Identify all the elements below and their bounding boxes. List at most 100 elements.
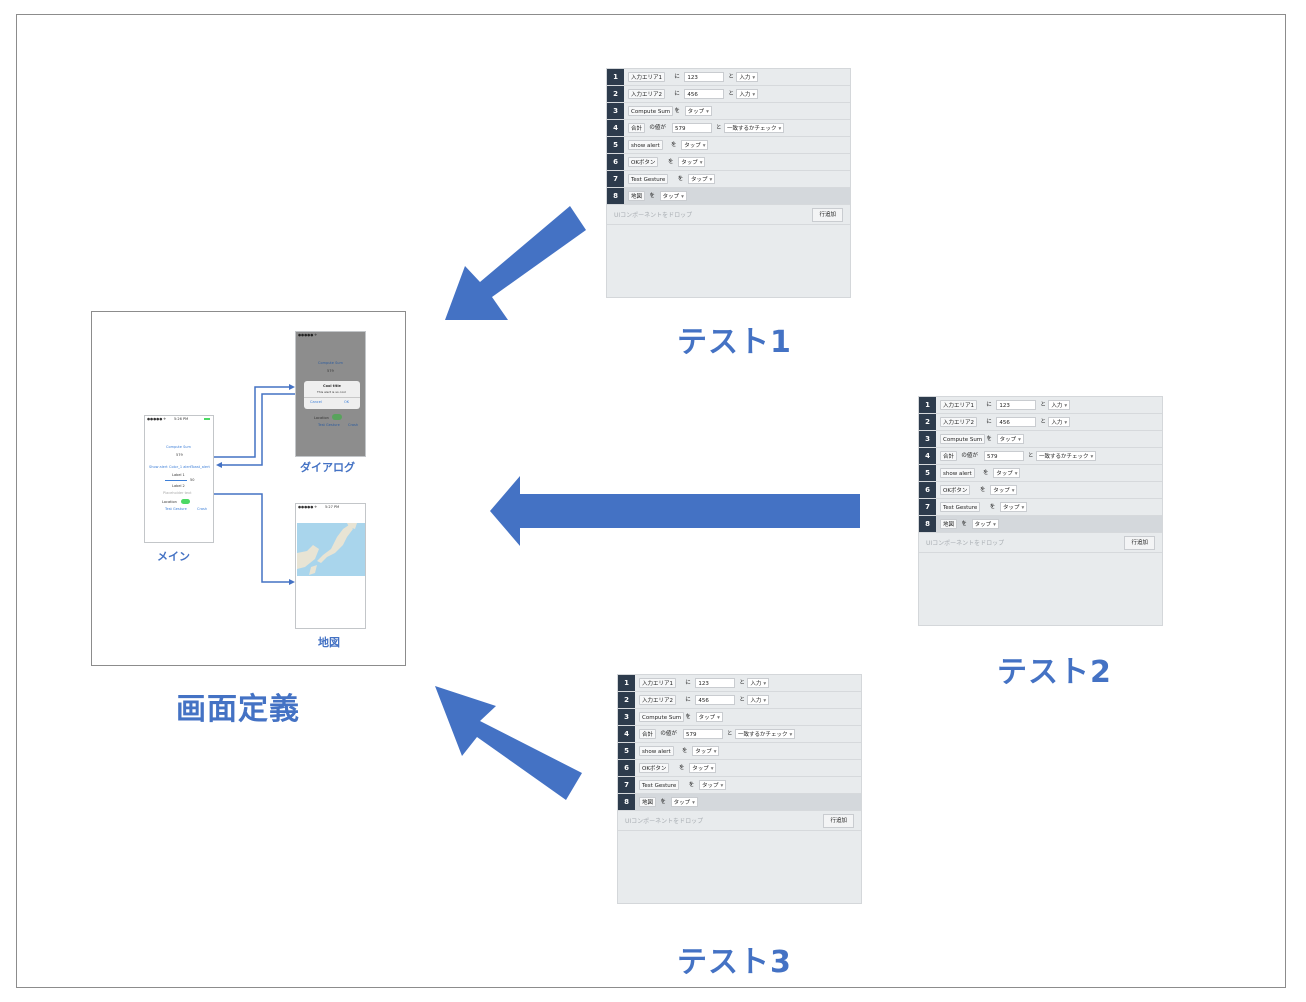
- dialog-screen-thumbnail: ●●●●● ✈ Compute Sum 579 Cool title This …: [295, 331, 366, 457]
- add-row-button[interactable]: 行追加: [823, 814, 854, 828]
- component-chip[interactable]: 合計: [628, 123, 646, 133]
- alert-divider: [304, 397, 360, 398]
- particle-text: に: [986, 417, 992, 427]
- action-select[interactable]: 一致するかチェック▾: [724, 123, 785, 133]
- component-chip[interactable]: Compute Sum: [940, 434, 986, 444]
- action-select[interactable]: タップ▾: [681, 140, 709, 150]
- action-select[interactable]: タップ▾: [699, 780, 727, 790]
- component-chip[interactable]: Compute Sum: [628, 106, 674, 116]
- component-chip[interactable]: OKボタン: [628, 157, 659, 167]
- drop-hint[interactable]: UIコンポーネントをドロップ: [614, 212, 693, 219]
- action-select[interactable]: タップ▾: [990, 485, 1018, 495]
- component-chip[interactable]: 入力エリア1: [940, 400, 977, 410]
- component-chip[interactable]: Test Gesture: [940, 502, 981, 512]
- action-select[interactable]: 入力▾: [736, 72, 759, 82]
- value-input[interactable]: 579: [984, 451, 1024, 461]
- component-chip[interactable]: 合計: [940, 451, 958, 461]
- component-chip[interactable]: 地図: [940, 519, 958, 529]
- action-select[interactable]: タップ▾: [695, 712, 723, 722]
- particle-text: を: [678, 174, 684, 184]
- component-chip-text: show alert: [943, 471, 972, 477]
- row-number: 7: [919, 499, 936, 515]
- component-chip-text: OKボタン: [631, 160, 656, 166]
- component-chip[interactable]: Test Gesture: [639, 780, 680, 790]
- component-chip[interactable]: show alert: [940, 468, 975, 478]
- value-input[interactable]: 456: [684, 89, 725, 99]
- action-select-text: 入力: [750, 681, 762, 687]
- component-chip-text: 合計: [943, 454, 955, 460]
- action-select[interactable]: タップ▾: [659, 191, 687, 201]
- chevron-down-icon: ▾: [1018, 437, 1021, 443]
- action-select[interactable]: タップ▾: [678, 157, 706, 167]
- action-select[interactable]: タップ▾: [993, 468, 1021, 478]
- component-chip[interactable]: 入力エリア2: [628, 89, 665, 99]
- row-number: 4: [618, 726, 635, 742]
- row-number: 8: [607, 188, 624, 204]
- value-input-text: 579: [686, 732, 697, 738]
- particle-text-text: を: [986, 436, 992, 442]
- particle-text-text: を: [674, 108, 680, 114]
- particle-text: の値が: [961, 451, 978, 461]
- action-select[interactable]: タップ▾: [692, 746, 720, 756]
- action-select-text: タップ: [974, 522, 992, 528]
- row-number: 5: [607, 137, 624, 153]
- particle-text-text: の値が: [961, 453, 978, 459]
- particle-text: に: [674, 89, 680, 99]
- alert-dialog: Cool title This alert is so cool Cancel …: [304, 381, 360, 409]
- component-chip[interactable]: OKボタン: [639, 763, 670, 773]
- value-input[interactable]: 123: [695, 678, 736, 688]
- component-chip[interactable]: 地図: [628, 191, 646, 201]
- particle2-text-text: と: [727, 731, 733, 737]
- action-select[interactable]: 入力▾: [747, 678, 770, 688]
- action-select[interactable]: タップ▾: [689, 763, 717, 773]
- particle-text: を: [986, 434, 992, 444]
- component-chip-text: 入力エリア2: [642, 698, 673, 704]
- test3-title: テスト3: [677, 945, 792, 980]
- particle-text: を: [980, 485, 986, 495]
- drop-hint[interactable]: UIコンポーネントをドロップ: [625, 818, 704, 825]
- action-select-text: 入力: [750, 698, 762, 704]
- value-input[interactable]: 579: [683, 729, 723, 739]
- map-screen-label: 地図: [318, 636, 340, 649]
- action-select[interactable]: タップ▾: [684, 106, 712, 116]
- action-select[interactable]: タップ▾: [971, 519, 999, 529]
- action-select[interactable]: タップ▾: [1000, 502, 1028, 512]
- add-row-button[interactable]: 行追加: [812, 208, 843, 222]
- screen-definition-box: ●●●●● ✈ 5:26 PM Compute Sum 579 Show ale…: [91, 311, 406, 666]
- action-select[interactable]: 入力▾: [1048, 417, 1071, 427]
- component-chip[interactable]: show alert: [639, 746, 674, 756]
- component-chip[interactable]: Compute Sum: [639, 712, 685, 722]
- component-chip[interactable]: 入力エリア2: [639, 695, 676, 705]
- value-input[interactable]: 123: [996, 400, 1037, 410]
- main-compute-sum-button: Compute Sum: [166, 445, 191, 449]
- value-input[interactable]: 456: [996, 417, 1037, 427]
- component-chip[interactable]: 地図: [639, 797, 657, 807]
- component-chip[interactable]: 合計: [639, 729, 657, 739]
- action-select[interactable]: 一致するかチェック▾: [1036, 451, 1097, 461]
- action-select[interactable]: 入力▾: [736, 89, 759, 99]
- value-input[interactable]: 456: [695, 695, 736, 705]
- component-chip[interactable]: show alert: [628, 140, 663, 150]
- chevron-down-icon: ▾: [1021, 505, 1025, 511]
- add-row-button[interactable]: 行追加: [1124, 536, 1155, 550]
- action-select[interactable]: 一致するかチェック▾: [735, 729, 796, 739]
- action-select[interactable]: 入力▾: [1048, 400, 1071, 410]
- component-chip-text: 合計: [642, 732, 654, 738]
- component-chip[interactable]: 入力エリア2: [940, 417, 977, 427]
- component-chip[interactable]: Test Gesture: [628, 174, 669, 184]
- component-chip[interactable]: OKボタン: [940, 485, 971, 495]
- action-select[interactable]: タップ▾: [670, 797, 698, 807]
- component-chip[interactable]: 入力エリア1: [628, 72, 665, 82]
- value-input[interactable]: 123: [684, 72, 725, 82]
- component-chip[interactable]: 入力エリア1: [639, 678, 676, 688]
- action-select[interactable]: タップ▾: [996, 434, 1024, 444]
- action-select[interactable]: 入力▾: [747, 695, 770, 705]
- particle-text-text: の値が: [649, 125, 666, 131]
- value-input[interactable]: 579: [672, 123, 712, 133]
- action-select[interactable]: タップ▾: [688, 174, 716, 184]
- drop-hint[interactable]: UIコンポーネントをドロップ: [926, 540, 1005, 547]
- particle-text: に: [674, 72, 680, 82]
- main-screen-thumbnail: ●●●●● ✈ 5:26 PM Compute Sum 579 Show ale…: [144, 415, 214, 543]
- chevron-down-icon: ▾: [717, 715, 720, 721]
